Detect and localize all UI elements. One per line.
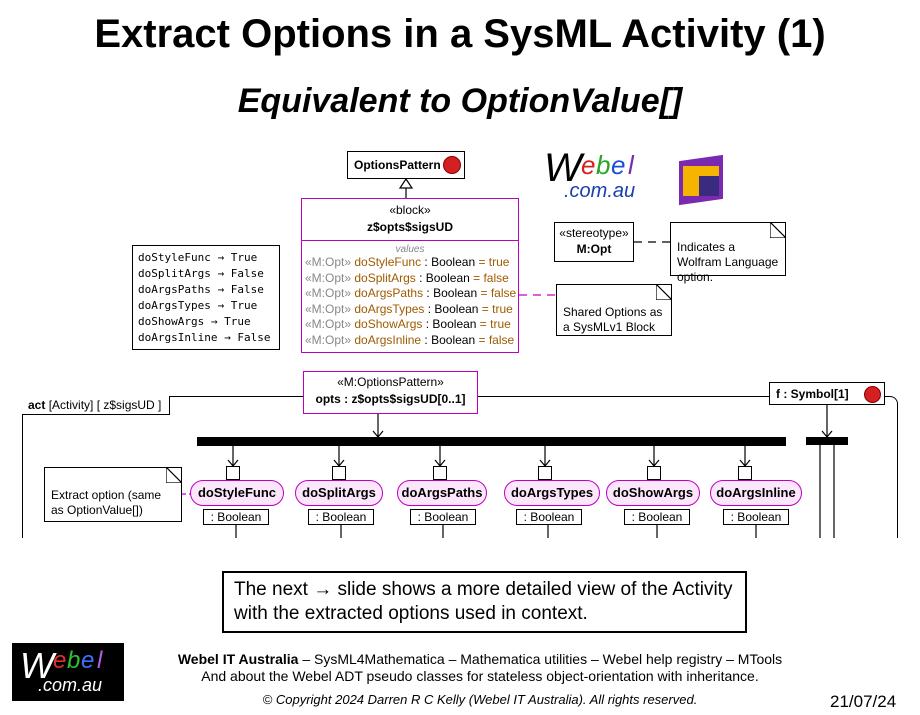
action-doShowArgs[interactable]: doShowArgs bbox=[606, 480, 700, 506]
option-rule: doArgsPaths → False bbox=[138, 283, 264, 296]
property-stereotype: «M:Opt» bbox=[305, 301, 352, 316]
param-name: opts : z$opts$sigsUD[0..1] bbox=[315, 392, 466, 406]
callout-next-slide: The next → slide shows a more detailed v… bbox=[222, 571, 747, 633]
option-rules-list: doStyleFunc → True doSplitArgs → False doA… bbox=[132, 245, 280, 350]
input-pin bbox=[433, 466, 447, 480]
frame-kind: act bbox=[28, 398, 46, 412]
footer-links: Webel IT Australia – SysML4Mathematica –… bbox=[130, 651, 830, 668]
option-rule: doSplitArgs → False bbox=[138, 267, 264, 280]
property-name: doArgsInline bbox=[354, 332, 422, 347]
action-doArgsTypes[interactable]: doArgsTypes bbox=[504, 480, 600, 506]
note-wolfram-text: Indicates a Wolfram Language option. bbox=[677, 240, 779, 284]
footer-line2[interactable]: And about the Webel ADT pseudo classes f… bbox=[201, 668, 759, 684]
input-pin bbox=[647, 466, 661, 480]
webel-logo: W e b e l .com.au bbox=[544, 146, 636, 202]
callout-text: The next → slide shows a more detailed v… bbox=[234, 579, 733, 624]
property-default: = false bbox=[477, 286, 517, 301]
stereotype-name: M:Opt bbox=[576, 242, 612, 256]
property-stereotype: «M:Opt» bbox=[305, 270, 352, 285]
mathematica-icon bbox=[864, 386, 881, 403]
note-shared-options: Shared Options as a SysMLv1 Block bbox=[556, 284, 672, 336]
block-property: «M:Opt» doSplitArgs : Boolean = false bbox=[305, 271, 518, 287]
page-subtitle: Equivalent to OptionValue[] bbox=[237, 82, 683, 120]
page-title: Extract Options in a SysML Activity (1) bbox=[94, 12, 826, 56]
frame-name: [ z$sigsUD ] bbox=[96, 398, 162, 412]
block-stereotype: «block» bbox=[389, 203, 431, 217]
property-default: = true bbox=[476, 317, 511, 332]
block-property: «M:Opt» doArgsTypes : Boolean = true bbox=[305, 302, 518, 318]
property-name: doArgsPaths bbox=[354, 286, 424, 301]
note-shared-text: Shared Options as a SysMLv1 Block bbox=[563, 305, 663, 334]
frame-label: [Activity] bbox=[48, 398, 94, 412]
activity-parameter-symbol: f : Symbol[1] bbox=[769, 382, 885, 405]
action-doStyleFunc[interactable]: doStyleFunc bbox=[190, 480, 284, 506]
property-type: : Boolean bbox=[421, 332, 476, 347]
block-property: «M:Opt» doArgsPaths : Boolean = false bbox=[305, 286, 518, 302]
activity-frame-header: act [Activity] [ z$sigsUD ] bbox=[22, 396, 171, 415]
option-rule: doShowArgs → True bbox=[138, 315, 251, 328]
param-stereotype: «M:OptionsPattern» bbox=[337, 375, 444, 389]
action-doArgsInline[interactable]: doArgsInline bbox=[710, 480, 802, 506]
symbol-param-label: f : Symbol[1] bbox=[776, 387, 849, 401]
block-property: «M:Opt» doShowArgs : Boolean = true bbox=[305, 317, 518, 333]
property-default: = true bbox=[475, 255, 510, 269]
activity-parameter-opts: «M:OptionsPattern» opts : z$opts$sigsUD[… bbox=[303, 371, 478, 414]
property-type: : Boolean bbox=[421, 255, 476, 269]
output-pin-boolean: : Boolean bbox=[624, 509, 690, 525]
block-z-opts-sigsud: «block» z$opts$sigsUD values «M:Opt» doS… bbox=[301, 198, 519, 353]
note-extract-option: Extract option (same as OptionValue[]) bbox=[44, 467, 182, 522]
fork-bar-symbol bbox=[806, 437, 848, 445]
action-doArgsPaths[interactable]: doArgsPaths bbox=[397, 480, 487, 506]
option-rule: doStyleFunc → True bbox=[138, 251, 258, 264]
property-type: : Boolean bbox=[423, 286, 478, 301]
footer-webel-logo[interactable]: W e b e l .com.au bbox=[12, 643, 124, 701]
property-default: = false bbox=[475, 332, 515, 347]
footer-date: 21/07/24 bbox=[830, 692, 897, 711]
stereotype-box: «stereotype» M:Opt bbox=[554, 222, 634, 262]
property-stereotype: «M:Opt» bbox=[305, 317, 352, 332]
options-pattern-label: OptionsPattern bbox=[354, 158, 441, 172]
block-name: z$opts$sigsUD bbox=[366, 220, 454, 234]
property-name: doShowArgs bbox=[354, 317, 423, 332]
input-pin bbox=[332, 466, 346, 480]
property-type: : Boolean bbox=[422, 317, 477, 332]
output-pin-boolean: : Boolean bbox=[203, 509, 269, 525]
input-pin bbox=[538, 466, 552, 480]
input-pin bbox=[226, 466, 240, 480]
stereotype-keyword: «stereotype» bbox=[559, 226, 629, 240]
output-pin-boolean: : Boolean bbox=[723, 509, 789, 525]
output-pin-boolean: : Boolean bbox=[410, 509, 476, 525]
block-values-label: values bbox=[395, 244, 425, 255]
option-rule: doArgsTypes → True bbox=[138, 299, 258, 312]
footer-company[interactable]: Webel IT Australia bbox=[177, 651, 299, 667]
sysml-logo-icon bbox=[679, 152, 729, 206]
note-wolfram-option: Indicates a Wolfram Language option. bbox=[670, 222, 786, 284]
action-doSplitArgs[interactable]: doSplitArgs bbox=[295, 480, 383, 506]
block-property: «M:Opt» doStyleFunc : Boolean = true bbox=[305, 255, 518, 271]
property-stereotype: «M:Opt» bbox=[305, 255, 352, 269]
property-stereotype: «M:Opt» bbox=[305, 286, 352, 301]
property-default: = true bbox=[478, 301, 513, 316]
property-default: = false bbox=[469, 270, 509, 285]
property-name: doStyleFunc bbox=[354, 255, 422, 269]
note-extract-text: Extract option (same as OptionValue[]) bbox=[51, 488, 162, 517]
block-property: «M:Opt» doArgsInline : Boolean = false bbox=[305, 333, 518, 349]
property-stereotype: «M:Opt» bbox=[305, 332, 352, 347]
property-type: : Boolean bbox=[424, 301, 479, 316]
property-name: doArgsTypes bbox=[354, 301, 425, 316]
mathematica-icon bbox=[443, 156, 461, 174]
output-pin-boolean: : Boolean bbox=[308, 509, 374, 525]
input-pin bbox=[738, 466, 752, 480]
property-type: : Boolean bbox=[415, 270, 470, 285]
option-rule: doArgsInline → False bbox=[138, 331, 271, 344]
footer-copyright: © Copyright 2024 Darren R C Kelly (Webel… bbox=[262, 692, 698, 707]
property-name: doSplitArgs bbox=[354, 270, 416, 285]
output-pin-boolean: : Boolean bbox=[516, 509, 582, 525]
fork-bar-main bbox=[197, 437, 786, 446]
footer-links-text[interactable]: – SysML4Mathematica – Mathematica utilit… bbox=[302, 651, 783, 667]
options-pattern-box: OptionsPattern bbox=[347, 151, 465, 179]
